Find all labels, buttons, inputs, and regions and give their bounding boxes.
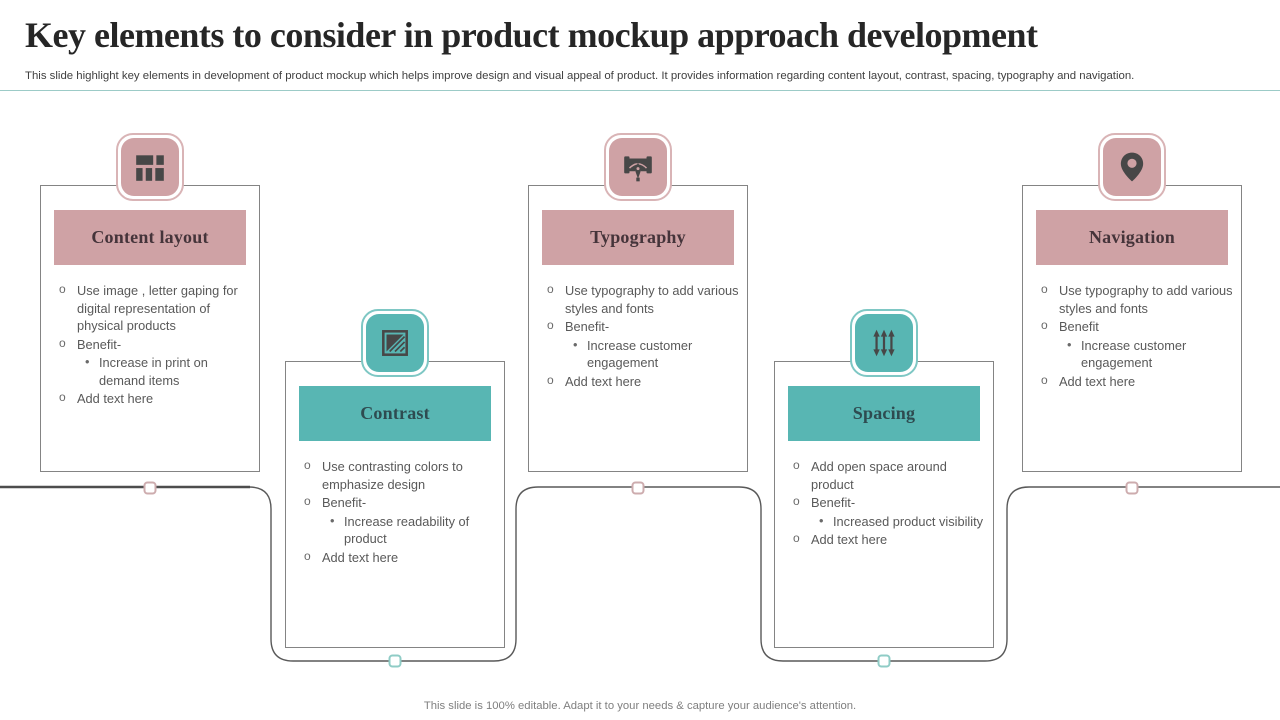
connector-handle xyxy=(143,481,157,495)
bullet-item: Benefit- Increase customer engagement xyxy=(547,317,739,372)
card-contrast: Contrast Use contrasting colors to empha… xyxy=(285,309,505,648)
bullet-item: Benefit- Increase in print on demand ite… xyxy=(59,335,251,390)
map-pin-icon xyxy=(1120,152,1144,182)
card-title-text: Content layout xyxy=(91,227,209,247)
bullet-item: Add text here xyxy=(793,530,985,549)
navigation-icon-badge xyxy=(1098,133,1166,201)
bullet-item: Add text here xyxy=(304,548,496,567)
bullet-item: Benefit- Increased product visibility xyxy=(793,493,985,531)
footer-note: This slide is 100% editable. Adapt it to… xyxy=(423,700,857,712)
bullet-item: Use contrasting colors to emphasize desi… xyxy=(304,457,496,493)
connector-handle xyxy=(631,481,645,495)
connector-handle xyxy=(1125,481,1139,495)
card-title: Content layout xyxy=(54,210,246,265)
pen-nib-drafting-icon xyxy=(624,156,652,182)
card-spacing: Spacing Add open space around product Be… xyxy=(774,309,994,648)
card-title-text: Navigation xyxy=(1088,227,1175,247)
sub-bullet-item: Increased product visibility xyxy=(819,512,985,531)
sub-bullet-item: Increase readability of product xyxy=(330,512,496,548)
bullet-item: Add text here xyxy=(1041,372,1233,391)
bullet-item: Add open space around product xyxy=(793,457,985,493)
card-typography: Typography Use typography to add various… xyxy=(528,133,748,472)
layout-grid-icon xyxy=(136,155,164,181)
spacing-icon-badge xyxy=(850,309,918,377)
connector-handle xyxy=(388,654,402,668)
card-content-layout: Content layout Use image , letter gaping… xyxy=(40,133,260,472)
card-title: Contrast xyxy=(299,386,491,441)
card-bullet-list: Use contrasting colors to emphasize desi… xyxy=(286,457,504,567)
card-title: Navigation xyxy=(1036,210,1228,265)
card-title: Typography xyxy=(542,210,734,265)
bullet-item: Benefit- Increase readability of product xyxy=(304,493,496,548)
card-title-text: Typography xyxy=(590,227,686,247)
bullet-item: Use typography to add various styles and… xyxy=(1041,281,1233,317)
card-bullet-list: Add open space around product Benefit- I… xyxy=(775,457,993,549)
card-bullet-list: Use typography to add various styles and… xyxy=(529,281,747,391)
card-title-text: Contrast xyxy=(360,403,430,423)
card-title: Spacing xyxy=(788,386,980,441)
bullet-item: Use typography to add various styles and… xyxy=(547,281,739,317)
page-title: Key elements to consider in product mock… xyxy=(25,15,1038,55)
typography-icon-badge xyxy=(604,133,672,201)
bullet-item: Add text here xyxy=(547,372,739,391)
slide-subtitle: This slide highlight key elements in dev… xyxy=(25,70,1135,82)
sub-bullet-item: Increase customer engagement xyxy=(573,336,739,372)
connector-handle xyxy=(877,654,891,668)
contrast-icon-badge xyxy=(361,309,429,377)
bullet-item: Add text here xyxy=(59,389,251,408)
bullet-item: Use image , letter gaping for digital re… xyxy=(59,281,251,335)
sub-bullet-item: Increase customer engagement xyxy=(1067,336,1233,372)
card-bullet-list: Use typography to add various styles and… xyxy=(1023,281,1241,391)
bullet-item: Benefit Increase customer engagement xyxy=(1041,317,1233,372)
teal-divider-line xyxy=(0,90,1280,91)
vertical-arrows-icon xyxy=(873,329,895,357)
content-layout-icon-badge xyxy=(116,133,184,201)
sub-bullet-item: Increase in print on demand items xyxy=(85,353,251,389)
card-bullet-list: Use image , letter gaping for digital re… xyxy=(41,281,259,408)
card-title-text: Spacing xyxy=(852,403,916,423)
contrast-square-icon xyxy=(382,330,408,356)
card-navigation: Navigation Use typography to add various… xyxy=(1022,133,1242,472)
